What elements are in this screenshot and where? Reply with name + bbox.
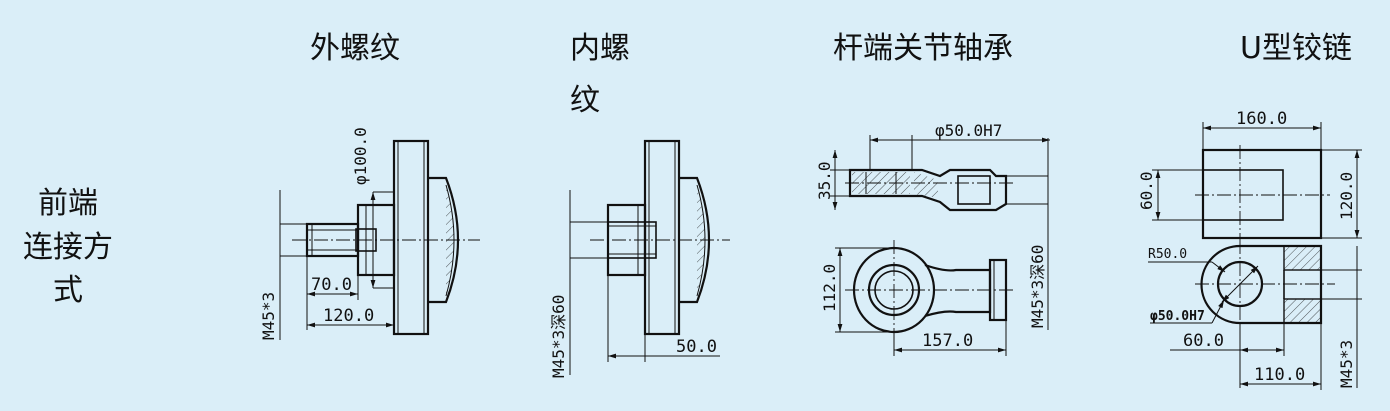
- rod-dim-thread: M45*3深60: [1028, 245, 1047, 328]
- int-dim-thread: M45*3深60: [549, 295, 568, 378]
- row-label: 前端 连接方式: [18, 182, 118, 313]
- row-label-line1: 前端: [38, 186, 98, 221]
- header-rod-end-bearing: 杆端关节轴承: [833, 31, 1013, 66]
- header-internal-thread-line2: 纹: [570, 83, 600, 118]
- rod-dim-112: 112.0: [820, 264, 839, 312]
- ext-dim-dia: φ100.0: [351, 127, 370, 185]
- u-dim-120: 120.0: [1337, 172, 1356, 220]
- u-dim-60w: 60.0: [1183, 331, 1224, 351]
- header-external-thread: 外螺纹: [310, 31, 400, 66]
- int-dim-50: 50.0: [676, 337, 717, 357]
- ext-dim-120: 120.0: [323, 306, 374, 326]
- int-flange: [643, 139, 681, 336]
- u-dim-r50: R50.0: [1148, 247, 1187, 262]
- header-internal-thread-line1: 内螺: [570, 31, 630, 66]
- u-dim-160: 160.0: [1236, 109, 1287, 129]
- header-u-hinge: U型铰链: [1240, 31, 1352, 66]
- row-label-line2: 连接方式: [23, 229, 113, 309]
- u-dim-110: 110.0: [1254, 365, 1305, 385]
- ext-flange: [392, 139, 430, 336]
- u-dim-bore: φ50.0H7: [1150, 309, 1205, 324]
- u-front-body: [1200, 244, 1323, 325]
- u-top-block: [1201, 148, 1323, 240]
- rod-dim-35: 35.0: [815, 161, 834, 200]
- rod-dim-157: 157.0: [922, 331, 973, 351]
- rod-end-bearing-drawing: φ50.0H7 35.0 M45*3深60 112.0 157.0: [815, 121, 1050, 356]
- ext-dim-thread: M45*3: [259, 292, 278, 340]
- u-hinge-drawing: 160.0 60.0 120.0 R50.0 φ50.0H7 60.0: [1137, 109, 1362, 390]
- internal-thread-drawing: M45*3深60 50.0: [549, 139, 730, 378]
- u-dim-60h: 60.0: [1137, 171, 1156, 210]
- ext-dim-70: 70.0: [311, 275, 352, 295]
- u-dim-thread: M45*3: [1337, 340, 1356, 388]
- external-thread-drawing: φ100.0 M45*3 70.0 120.0: [259, 127, 480, 340]
- rod-dim-bore: φ50.0H7: [935, 121, 1002, 140]
